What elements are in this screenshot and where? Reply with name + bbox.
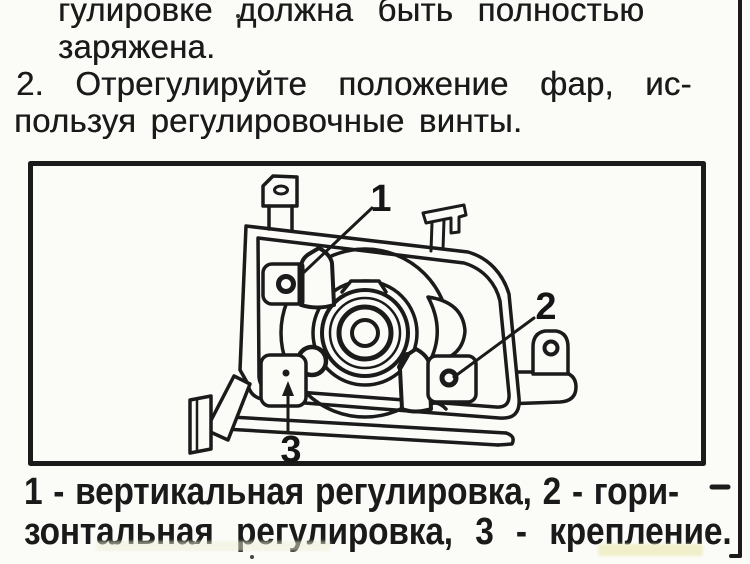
figure-frame [28,161,706,466]
right-tab-hole [542,339,560,357]
bulb-socket [320,288,410,378]
top-tab-hole [273,184,289,196]
vertical-adjuster-screw-hole [276,274,296,294]
lower-flange [223,415,515,447]
scan-speck [250,555,254,559]
figure-caption-line1: 1 - вертикальная регулировка, 2 - гори- [24,471,679,513]
horizontal-adjuster-screw-hole [439,368,459,388]
leader-line-2 [452,316,536,379]
top-right-tab [421,203,468,253]
fastener-mount [259,353,308,408]
callout-number-3: 3 [280,429,301,471]
callout-number-2: 2 [535,286,556,328]
paragraph-step2-line2: пользуя регулировочные винты. [14,102,523,139]
watermark [96,541,331,551]
scan-speck [236,14,240,18]
right-mount-bracket [503,329,578,406]
horizontal-adjuster [397,347,478,414]
watermark [598,544,703,556]
paragraph-battery-line2: заряжена. [58,28,216,65]
bottom-left-foot [188,374,252,455]
leader-line-1 [298,206,374,278]
paragraph-battery-line1: гулировке должна быть полностью [58,0,645,28]
callout-number-1: 1 [370,178,391,220]
paragraph-step2-line1: 2. Отрегулируйте положение фар, ис- [16,65,692,102]
top-left-mount-tab [261,174,299,232]
fastener-point [282,369,290,377]
leader-arrow-3 [282,381,294,435]
column-divider [709,0,742,558]
